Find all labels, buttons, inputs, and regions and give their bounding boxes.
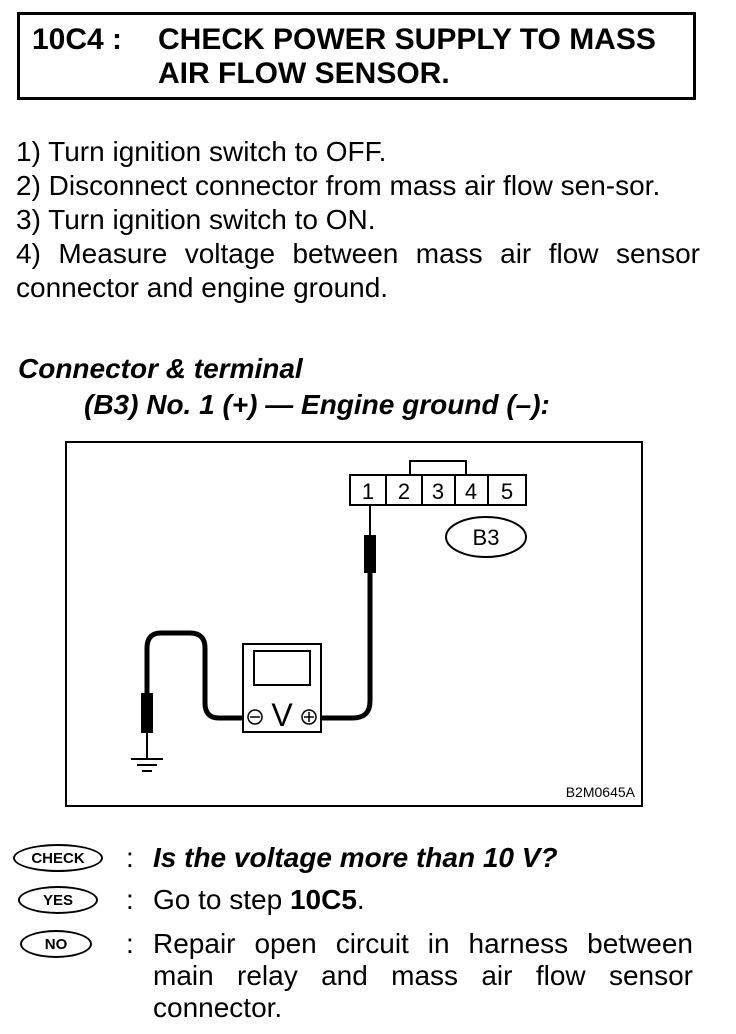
connector-label: B3 — [473, 525, 500, 550]
figure-code: B2M0645A — [566, 784, 636, 800]
yes-colon: : — [126, 884, 134, 915]
voltmeter-display — [253, 650, 311, 686]
terminal-1-label: 1 — [362, 479, 374, 504]
yes-answer-prefix: Go to step — [153, 884, 290, 915]
connector-latch — [409, 460, 467, 476]
probe-positive-handle — [364, 535, 376, 573]
step-code: 10C4 : — [32, 23, 123, 56]
connector-detail: (B3) No. 1 (+) — Engine ground (–): — [84, 389, 550, 420]
yes-badge: YES — [18, 886, 98, 914]
procedure-step-3: 3) Turn ignition switch to ON. — [16, 204, 376, 235]
check-question: Is the voltage more than 10 V? — [153, 842, 558, 873]
no-answer: Repair open circuit in harness between m… — [153, 928, 693, 1023]
procedure-list: 1) Turn ignition switch to OFF. 2) Disco… — [16, 135, 700, 305]
yes-step-link: 10C5 — [289, 884, 357, 915]
procedure-step-4: 4) Measure voltage between mass air flow… — [16, 238, 700, 303]
yes-answer-suffix: . — [356, 884, 365, 915]
step-title: CHECK POWER SUPPLY TO MASS AIR FLOW SENS… — [158, 23, 656, 90]
probe-positive-lead — [321, 573, 373, 721]
connector-heading: Connector & terminal — [18, 353, 303, 384]
no-badge: NO — [20, 930, 92, 958]
step-header-box: 10C4 : CHECK POWER SUPPLY TO MASS AIR FL… — [17, 12, 696, 100]
connector-label-ellipse — [445, 516, 527, 558]
procedure-step-1: 1) Turn ignition switch to OFF. — [16, 136, 387, 167]
probe-negative-lead — [144, 630, 243, 721]
ground-icon — [131, 758, 163, 772]
check-badge: CHECK — [13, 844, 103, 872]
no-colon: : — [126, 928, 134, 959]
terminal-2-label: 2 — [398, 479, 410, 504]
terminal-4-label: 4 — [465, 479, 477, 504]
voltmeter: V — [242, 643, 322, 733]
wiring-diagram: 1 2 3 4 5 B3 V — [65, 441, 643, 807]
plus-terminal-icon — [301, 709, 317, 725]
connector-body — [349, 474, 527, 506]
terminal-3-label: 3 — [432, 479, 444, 504]
terminal-5-label: 5 — [501, 479, 513, 504]
voltmeter-symbol: V — [271, 697, 293, 733]
minus-terminal-icon — [247, 709, 263, 725]
probe-negative-handle — [141, 693, 153, 733]
procedure-step-2: 2) Disconnect connector from mass air fl… — [16, 170, 661, 201]
connector-b3: 1 2 3 4 5 — [349, 474, 527, 506]
yes-answer: Go to step 10C5. — [153, 884, 693, 916]
check-colon: : — [126, 842, 134, 873]
wiring-diagram-svg: 1 2 3 4 5 B3 V — [131, 460, 636, 800]
